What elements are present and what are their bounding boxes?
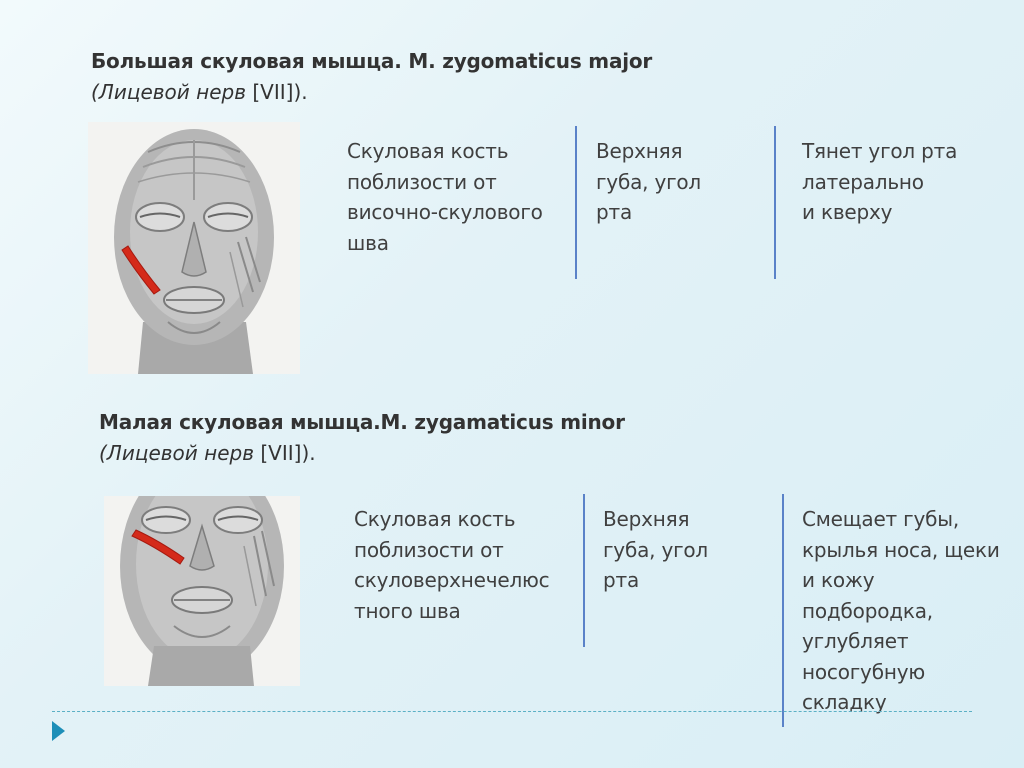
function-text-minor: Смещает губы, крылья носа, щеки и кожу п… [802, 507, 1000, 714]
origin-text-minor: Скуловая кость поблизости от скуловерхне… [354, 507, 550, 623]
face-illustration-major [88, 122, 300, 374]
insertion-text-major: Верхняя губа, угол рта [596, 139, 702, 224]
section-title-minor: Малая скуловая мышца.M. zygamaticus mino… [99, 410, 625, 434]
column-divider [782, 494, 784, 727]
face-illustration-minor [104, 496, 300, 686]
column-divider [583, 494, 585, 647]
section-title-major: Большая скуловая мышца. M. zygomaticus m… [91, 49, 653, 73]
section-subtitle-minor: (Лицевой нерв [VII]). [99, 441, 316, 465]
section-subtitle-major: (Лицевой нерв [VII]). [91, 80, 308, 104]
insertion-text-minor: Верхняя губа, угол рта [603, 507, 709, 592]
column-divider [575, 126, 577, 279]
footer-dashed-divider [52, 711, 972, 712]
column-divider [774, 126, 776, 279]
play-arrow-icon [52, 721, 65, 741]
function-text-major: Тянет угол рта латерально и кверху [802, 139, 958, 224]
origin-text-major: Скуловая кость поблизости от височно-ску… [347, 139, 543, 255]
